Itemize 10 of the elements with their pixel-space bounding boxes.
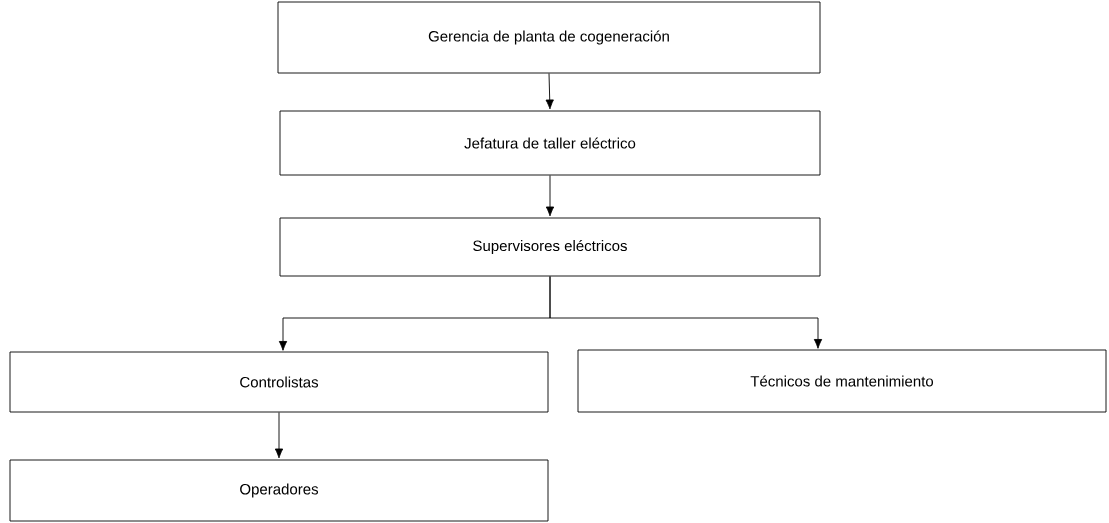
org-box: Controlistas — [9, 351, 549, 413]
arrow — [274, 412, 284, 459]
org-box: Gerencia de planta de cogeneración — [277, 1, 821, 74]
org-box: Jefatura de taller eléctrico — [279, 110, 821, 176]
arrow — [545, 175, 555, 217]
org-box: Técnicos de mantenimiento — [577, 349, 1107, 413]
org-box: Supervisores eléctricos — [279, 217, 821, 277]
arrow — [549, 276, 823, 349]
arrow — [545, 73, 554, 110]
org-box: Operadores — [9, 459, 549, 522]
